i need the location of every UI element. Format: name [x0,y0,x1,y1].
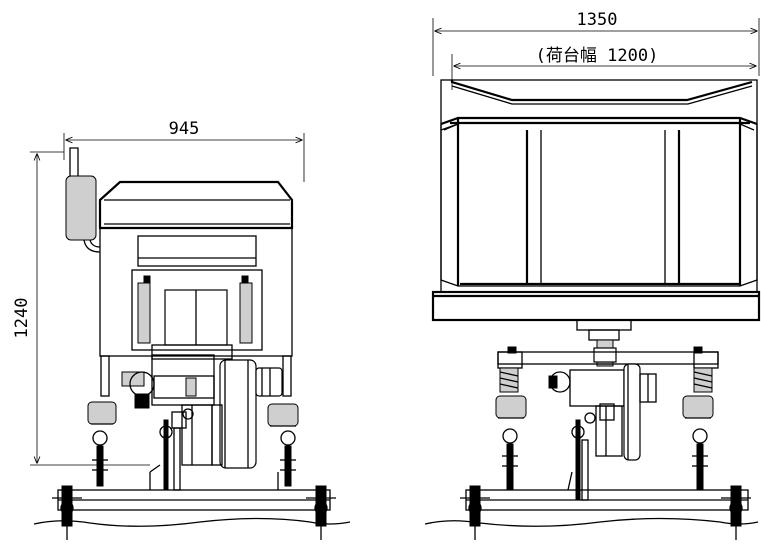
spring-left [499,367,519,393]
machine-body [99,227,293,360]
dimension-label-1240: 1240 [12,298,32,339]
wheel-left-a [87,401,117,425]
jack-post-left-3 [159,408,194,491]
lift-column [576,319,632,367]
drive-unit [100,354,292,469]
wheel-left-b [267,403,299,427]
spring-right [693,367,713,393]
engine-hood [98,180,294,230]
cross-beam [497,346,719,369]
jack-post-left-2 [280,430,296,487]
dimension-label-945: 945 [169,119,200,139]
jack-post-left-1 [92,430,108,487]
jack-post-right-3 [571,419,589,501]
ground-frame-right [424,471,759,540]
right-view: 1350 (荷台幅 1200) [424,10,761,540]
dimension-945: 945 [63,119,305,182]
wheel-right-a [495,395,527,419]
jack-post-right-2 [692,428,708,491]
muffler [65,147,101,253]
jack-post-right-1 [502,428,518,491]
cargo-bed [431,79,761,322]
dimension-label-1350: 1350 [577,10,618,30]
left-view: 945 1240 [12,119,351,540]
dimension-1240: 1240 [12,151,150,466]
dimension-label-bed-width: (荷台幅 1200) [536,46,659,66]
dimension-1200: (荷台幅 1200) [451,46,756,90]
ground-frame-left [33,464,351,540]
wheel-right-b [682,395,714,419]
central-drive-unit [548,363,657,461]
dimension-1350: 1350 [432,10,760,76]
